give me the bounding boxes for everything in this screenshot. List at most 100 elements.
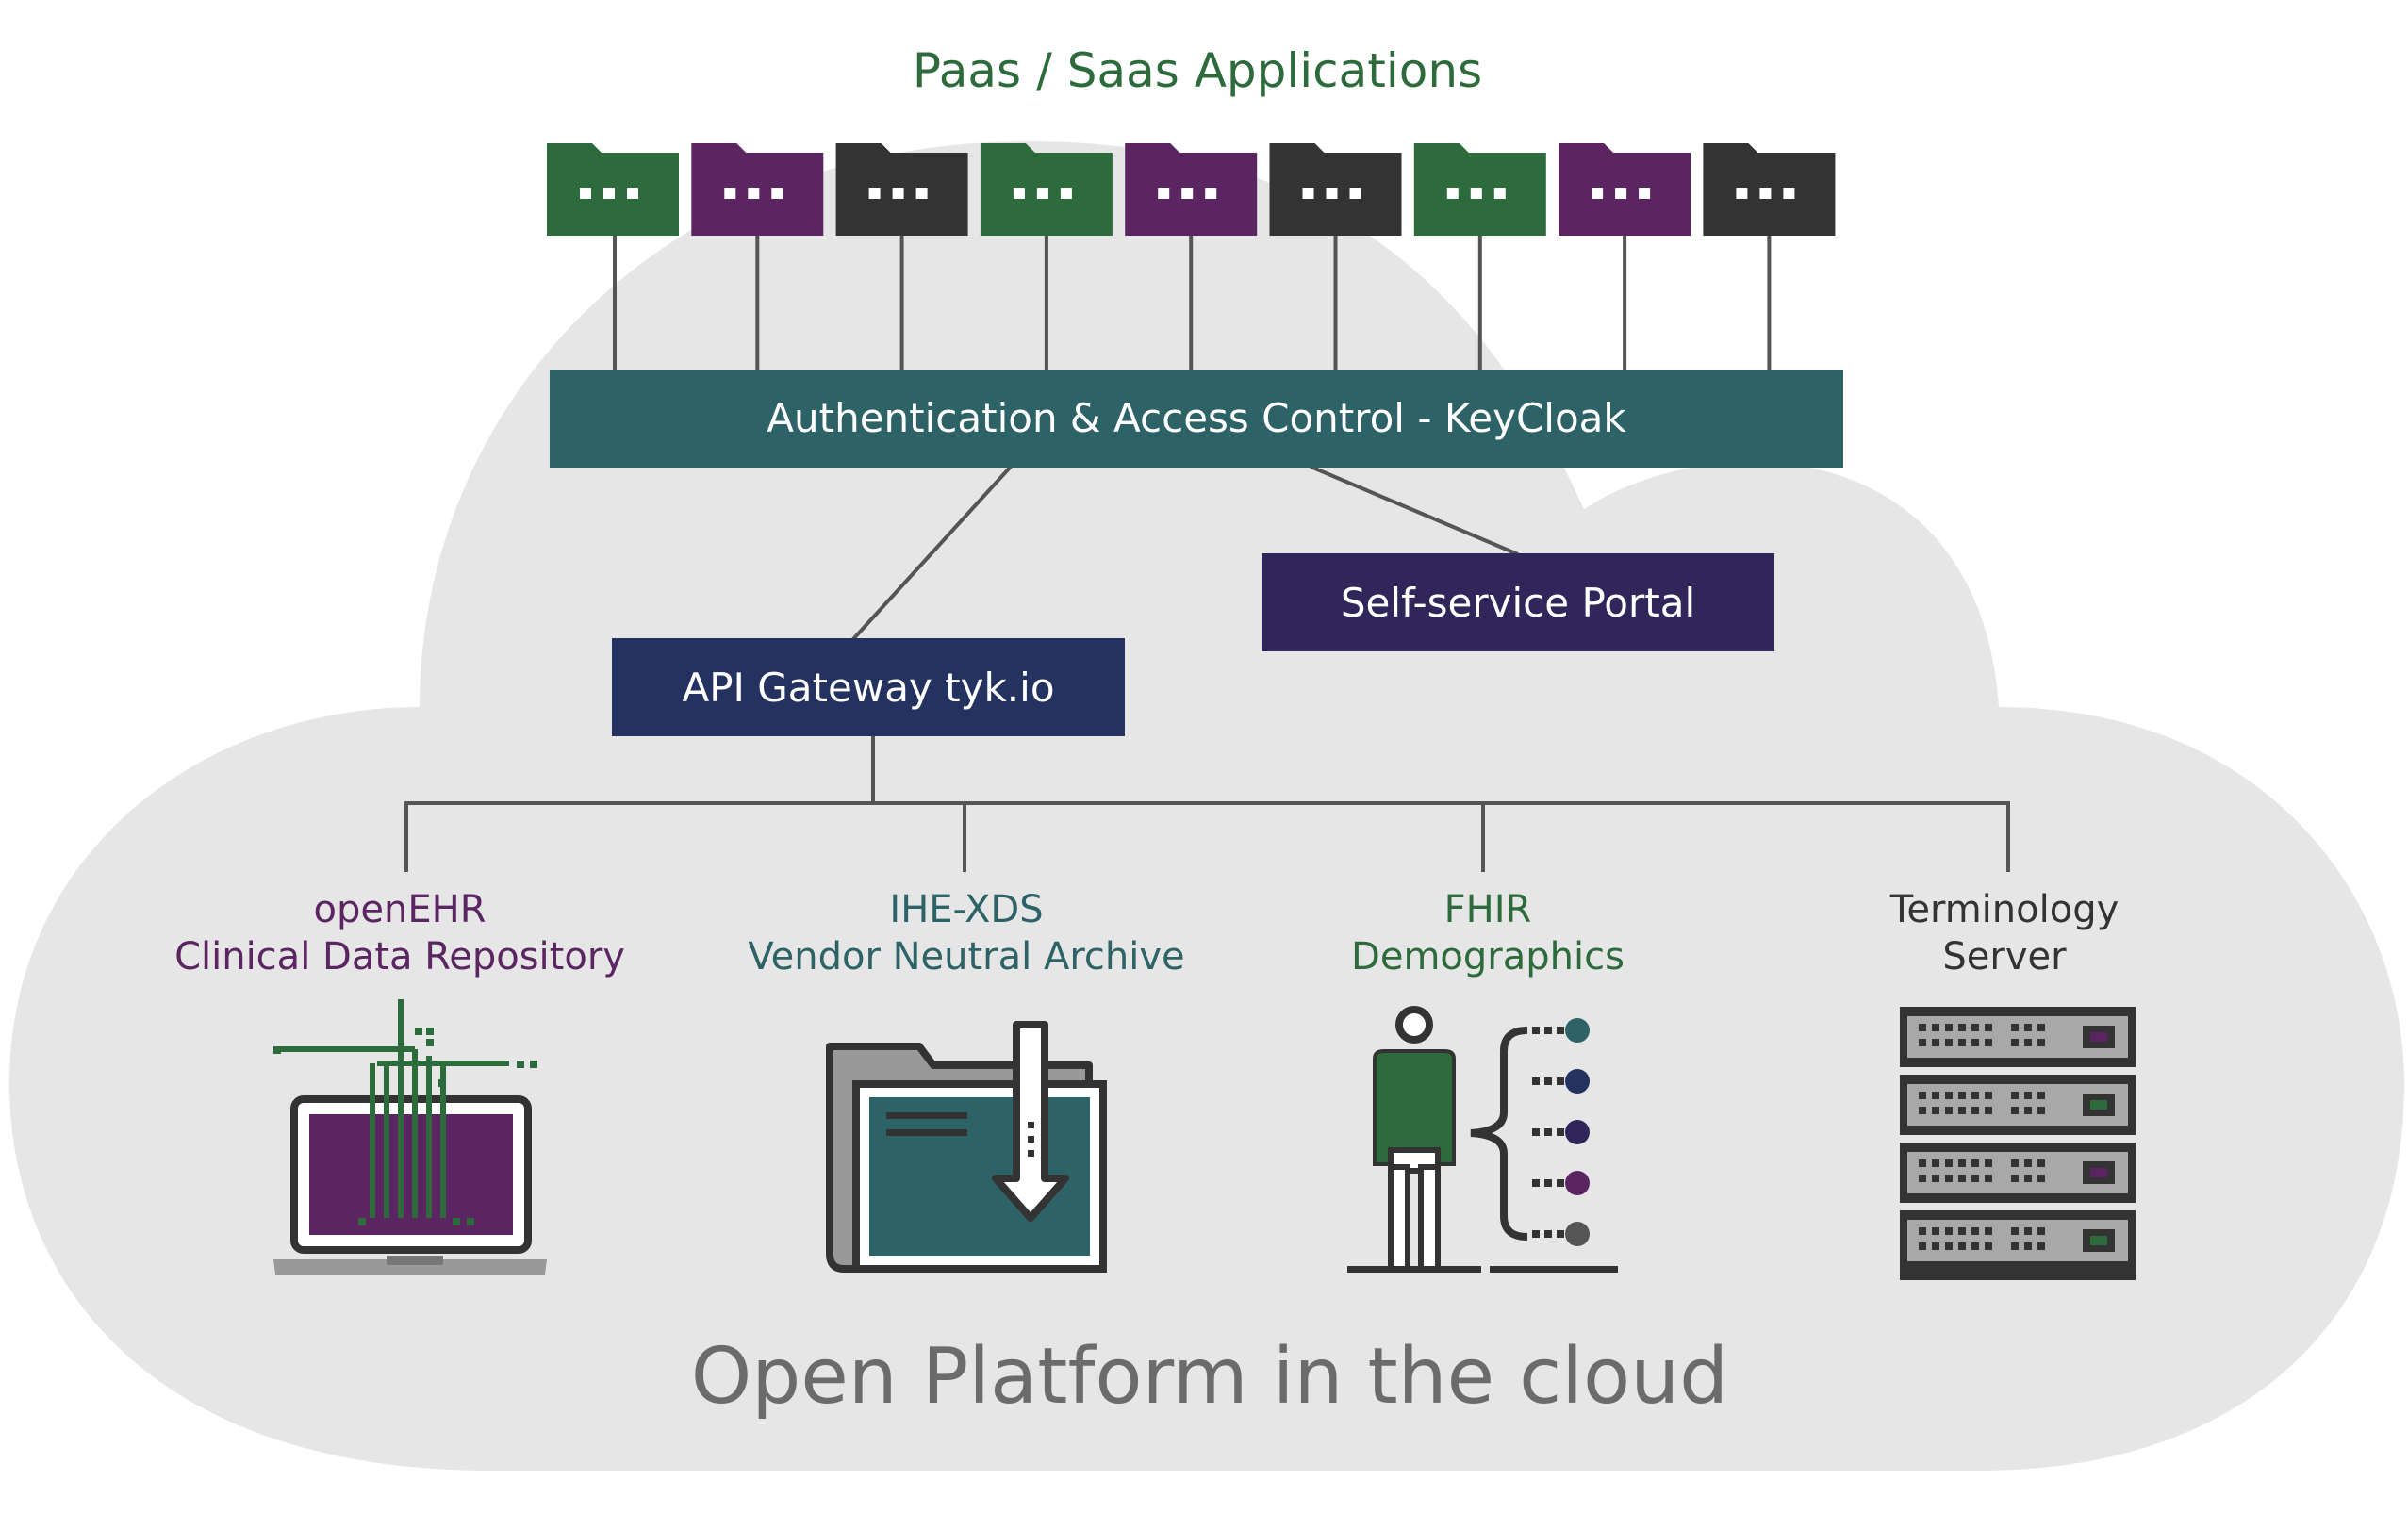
- server-light: [2090, 1100, 2107, 1110]
- server-vent: [2037, 1039, 2045, 1046]
- server-light: [2090, 1236, 2107, 1245]
- server-vent: [1945, 1159, 1953, 1167]
- folder-dot: [1592, 188, 1604, 199]
- server-light: [2090, 1168, 2107, 1177]
- server-vent: [2024, 1227, 2032, 1235]
- folder-dot: [1326, 188, 1338, 199]
- server-vent: [1958, 1092, 1966, 1099]
- server-vent: [1945, 1039, 1953, 1046]
- server-vent: [1932, 1107, 1939, 1114]
- server-vent: [2037, 1159, 2045, 1167]
- server-vent: [1945, 1175, 1953, 1182]
- folder-dot: [603, 188, 615, 199]
- app-folder-icon-1: [547, 143, 679, 236]
- server-vent: [2024, 1242, 2032, 1250]
- server-vent: [2011, 1159, 2019, 1167]
- server-vent: [1919, 1024, 1926, 1031]
- app-folder-icon-6: [1269, 143, 1402, 236]
- portal-label: Self-service Portal: [1341, 580, 1695, 626]
- gateway-label: API Gateway tyk.io: [682, 665, 1054, 711]
- server-vent: [2011, 1175, 2019, 1182]
- server-vent: [2037, 1024, 2045, 1031]
- app-folder-icon-3: [835, 143, 968, 236]
- folder-dot: [1783, 188, 1795, 199]
- app-folder-icon-7: [1413, 143, 1546, 236]
- server-vent: [1958, 1175, 1966, 1182]
- folder-dot: [1036, 188, 1048, 199]
- server-vent: [2037, 1107, 2045, 1114]
- folder-dot: [1158, 188, 1170, 199]
- folder-dot: [915, 188, 928, 199]
- server-vent: [1985, 1107, 1992, 1114]
- gateway-tree-connectors: [404, 736, 2010, 872]
- api-gateway: API Gateway tyk.io: [612, 638, 1125, 736]
- service-openehr-line1: openEHR: [314, 888, 487, 931]
- service-fhir: FHIR Demographics: [1351, 888, 1625, 979]
- service-ihe-line1: IHE-XDS: [889, 888, 1043, 931]
- server-vent: [1971, 1227, 1979, 1235]
- app-folder-icon-4: [980, 143, 1113, 236]
- server-vent: [2011, 1227, 2019, 1235]
- server-vent: [1985, 1159, 1992, 1167]
- service-terminology-line1: Terminology: [1889, 888, 2119, 931]
- cloud-background: [9, 141, 2404, 1471]
- portal-box: [1262, 553, 1774, 651]
- server-vent: [1932, 1175, 1939, 1182]
- folder-dot: [1205, 188, 1217, 199]
- server-vent: [1932, 1024, 1939, 1031]
- service-terminology-line2: Server: [1942, 935, 2067, 979]
- server-vent: [1958, 1227, 1966, 1235]
- app-folder-icon-9: [1703, 143, 1836, 236]
- folder-dot: [627, 188, 638, 199]
- server-vent: [1945, 1242, 1953, 1250]
- server-vent: [2037, 1227, 2045, 1235]
- folder-dot: [1446, 188, 1459, 199]
- server-vent: [1985, 1092, 1992, 1099]
- server-light: [2090, 1032, 2107, 1042]
- folder-dot: [1759, 188, 1772, 199]
- server-vent: [1919, 1092, 1926, 1099]
- server-vent: [1932, 1159, 1939, 1167]
- person-records-icon: [1347, 1006, 1618, 1273]
- server-vent: [1958, 1039, 1966, 1046]
- folder-dot: [724, 188, 736, 199]
- folder-dot: [771, 188, 783, 199]
- footer-title: Open Platform in the cloud: [691, 1332, 1728, 1422]
- server-vent: [2011, 1024, 2019, 1031]
- folder-dot: [1639, 188, 1651, 199]
- folder-dot: [748, 188, 760, 199]
- server-vent: [1919, 1159, 1926, 1167]
- auth-portal-connector: [1310, 465, 1519, 556]
- server-vent: [1945, 1107, 1953, 1114]
- folder-dot: [1013, 188, 1025, 199]
- folder-connectors: [613, 236, 1772, 370]
- service-openehr-line2: Clinical Data Repository: [174, 935, 625, 979]
- server-vent: [1971, 1107, 1979, 1114]
- folder-dot: [1736, 188, 1748, 199]
- server-vent: [1932, 1039, 1939, 1046]
- folder-dot: [1470, 188, 1482, 199]
- server-vent: [1985, 1039, 1992, 1046]
- server-vent: [1919, 1242, 1926, 1250]
- auth-bar-box: [550, 370, 1843, 468]
- server-vent: [1985, 1175, 1992, 1182]
- server-vent: [2024, 1092, 2032, 1099]
- server-vent: [1971, 1175, 1979, 1182]
- service-fhir-line1: FHIR: [1444, 888, 1532, 931]
- folder-dot: [1615, 188, 1627, 199]
- server-vent: [2011, 1242, 2019, 1250]
- app-folders: [547, 143, 1836, 236]
- server-vent: [1971, 1024, 1979, 1031]
- auth-bar-label: Authentication & Access Control - KeyClo…: [767, 395, 1626, 441]
- folder-dot: [1181, 188, 1194, 199]
- server-vent: [2024, 1107, 2032, 1114]
- folder-dot: [868, 188, 881, 199]
- server-vent: [1971, 1159, 1979, 1167]
- server-vent: [1919, 1107, 1926, 1114]
- server-vent: [1971, 1242, 1979, 1250]
- header-title: Paas / Saas Applications: [913, 43, 1482, 98]
- folder-dot: [1349, 188, 1361, 199]
- server-vent: [1958, 1242, 1966, 1250]
- server-vent: [1985, 1024, 1992, 1031]
- server-vent: [1919, 1039, 1926, 1046]
